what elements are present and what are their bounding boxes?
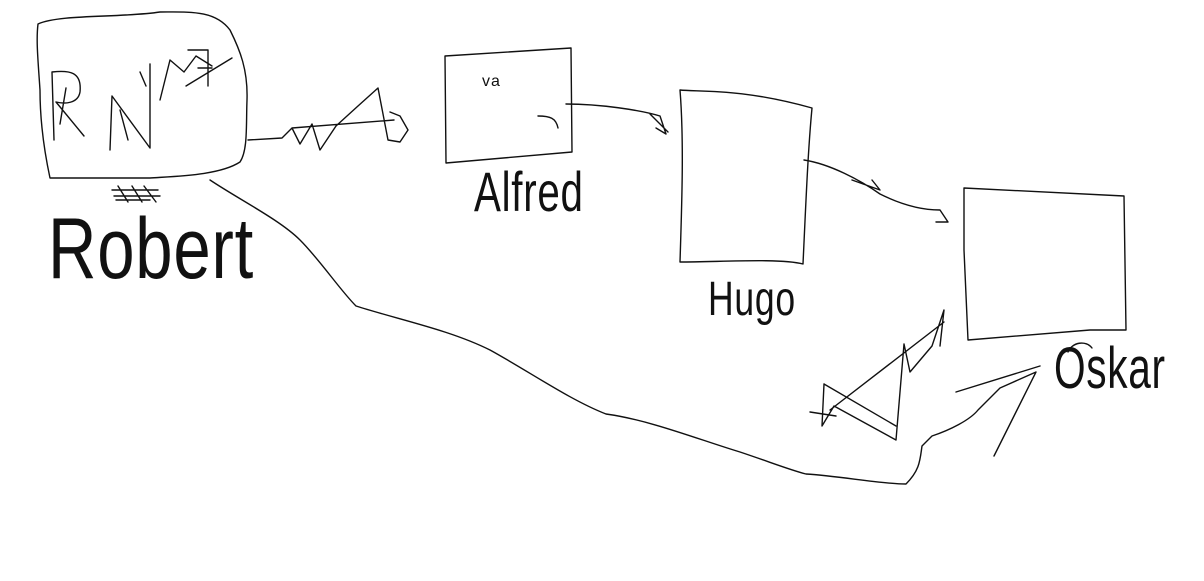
edge-robert-alfred: [247, 87, 409, 151]
hugo-label: Hugo: [708, 273, 796, 326]
edge-hugo-oskar: [803, 159, 949, 223]
alfred-box: [444, 47, 573, 164]
robert-scribble-arrow: [159, 49, 233, 101]
robert-scribble-n: [109, 63, 151, 151]
robert-label: Robert: [48, 201, 255, 297]
edge-alfred-hugo: [565, 103, 669, 135]
oskar-label: Oskar: [1054, 336, 1166, 401]
alfred-inner-hook: [537, 115, 559, 129]
robert-scribble-caption: [111, 185, 161, 203]
alfred-label: Alfred: [474, 160, 584, 223]
hugo-box: [679, 89, 813, 265]
oskar-scribble: [809, 309, 945, 441]
oskar-caption-mark: [1067, 342, 1093, 353]
alfred-inner-text: va: [482, 73, 501, 90]
oskar-box: [963, 187, 1127, 341]
robert-scribble-r: [51, 70, 85, 141]
edge-robert-oskar: [209, 179, 1041, 485]
robert-box: [36, 11, 248, 179]
